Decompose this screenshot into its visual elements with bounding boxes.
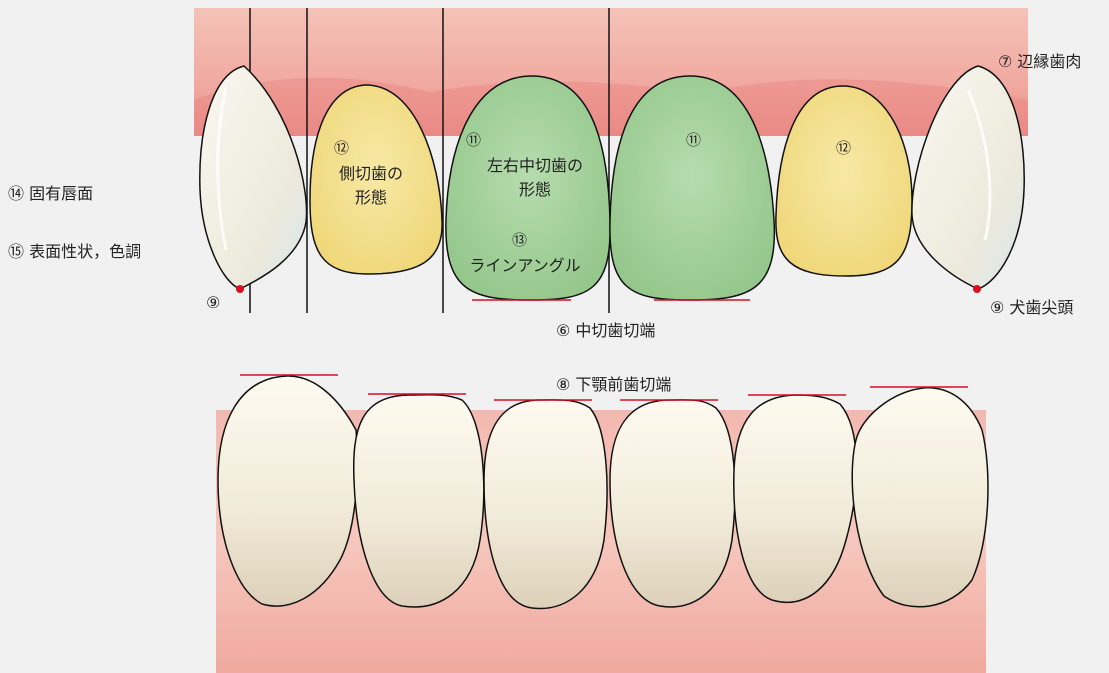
- lateral-left-number: ⑫: [334, 136, 349, 160]
- line-angle-number: ⑬: [512, 228, 527, 252]
- marginal-gingiva-label: ⑦ 辺縁歯肉: [998, 48, 1081, 72]
- canine-cusp-tip-right-marker: [973, 285, 981, 293]
- central-left-number: ⑪: [466, 128, 481, 152]
- lateral-left-text: 側切歯の 形態: [326, 162, 416, 210]
- proper-labial-surface-label: ⑭ 固有唇面: [8, 180, 93, 204]
- lateral-left-text-line-2: 形態: [326, 186, 416, 210]
- line-angle-text: ラインアングル: [450, 254, 600, 278]
- central-right-number: ⑪: [686, 128, 701, 152]
- central-left-text: 左右中切歯の 形態: [460, 154, 610, 202]
- lateral-right-number: ⑫: [836, 136, 851, 160]
- lower-incisal-edge-label: ⑧ 下顎前歯切端: [556, 371, 671, 395]
- upper-gingiva-shadow: [194, 78, 1028, 136]
- lower-left-central-incisor: [610, 400, 735, 607]
- surface-texture-color-label: ⑮ 表面性状，色調: [8, 238, 141, 262]
- canine-cusp-tip-left-marker: [236, 285, 244, 293]
- lower-right-lateral-incisor: [354, 395, 484, 607]
- central-left-text-line-2: 形態: [460, 178, 610, 202]
- lateral-left-text-line-1: 側切歯の: [326, 162, 416, 186]
- lower-right-central-incisor: [484, 400, 607, 609]
- central-incisal-edge-label: ⑥ 中切歯切端: [556, 317, 655, 341]
- canine-cusp-tip-label: ⑨ 犬歯尖頭: [990, 294, 1073, 318]
- lower-left-canine: [852, 388, 988, 607]
- central-left-text-line-1: 左右中切歯の: [460, 154, 610, 178]
- cusp-tip-left-label: ⑨: [206, 293, 220, 312]
